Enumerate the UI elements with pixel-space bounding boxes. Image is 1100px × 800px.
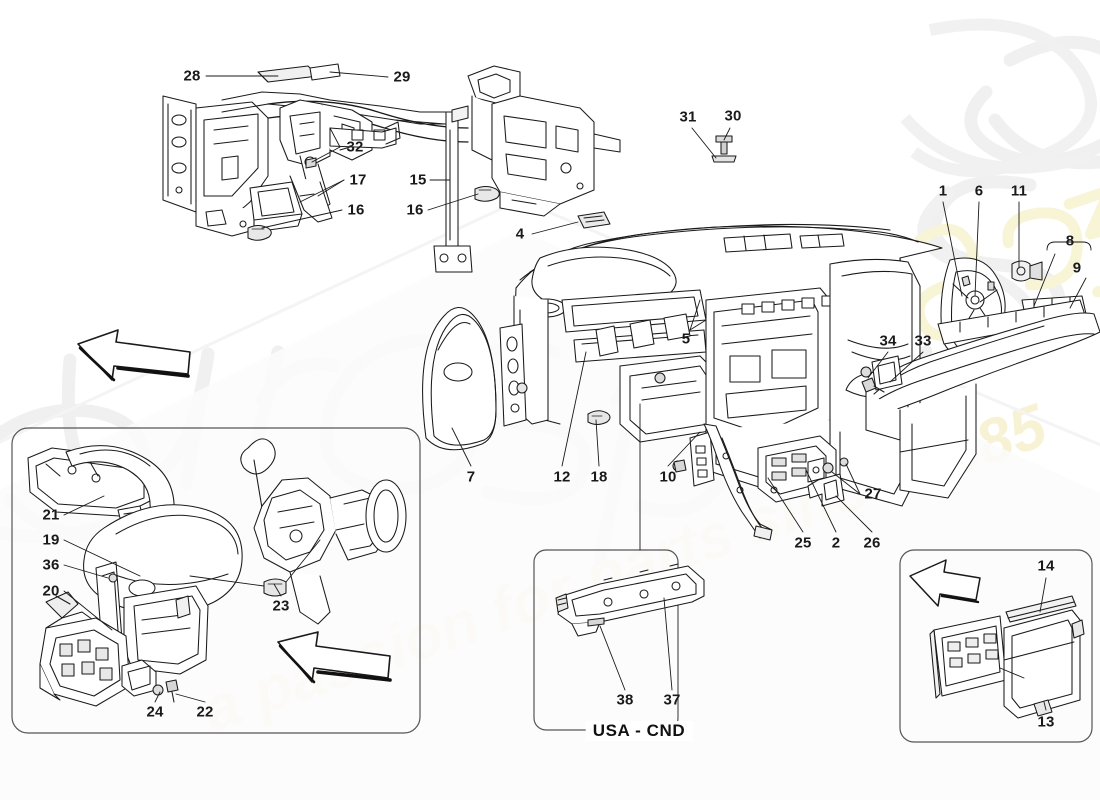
cross-car-beam-assembly — [162, 63, 500, 273]
callout-number-16: 16 — [347, 201, 365, 219]
callout-number-11: 11 — [1010, 182, 1028, 200]
callout-number-2: 2 — [831, 534, 841, 552]
part-10-support-bracket — [672, 431, 715, 487]
callout-number-18: 18 — [590, 468, 608, 486]
part-33-34-bracket — [860, 355, 903, 393]
part-11-knob — [1011, 260, 1043, 282]
steering-column-group — [27, 438, 407, 707]
callout-number-28: 28 — [183, 67, 201, 85]
callout-number-23: 23 — [272, 597, 290, 615]
callout-number-37: 37 — [663, 691, 681, 709]
direction-arrow-left — [77, 329, 191, 382]
callout-number-26: 26 — [863, 534, 881, 552]
part-37-38-knee-bolster — [555, 563, 705, 637]
callout-number-22: 22 — [196, 703, 214, 721]
part-4-clip — [577, 211, 611, 229]
callout-number-6: 6 — [974, 182, 984, 200]
steering-column-panel-box — [11, 427, 421, 734]
callout-number-33: 33 — [914, 332, 932, 350]
callout-number-32: 32 — [346, 138, 364, 156]
callout-number-8: 8 — [1065, 232, 1075, 250]
part-30-31-fastener — [711, 135, 737, 163]
callout-number-9: 9 — [1072, 259, 1082, 277]
callout-number-19: 19 — [42, 531, 60, 549]
callout-number-31: 31 — [679, 108, 697, 126]
callout-number-4: 4 — [515, 225, 525, 243]
usa-cnd-panel-label: USA - CND — [585, 721, 693, 741]
glovebox-panel-box — [899, 549, 1093, 743]
callout-number-34: 34 — [879, 332, 897, 350]
callout-number-27: 27 — [864, 485, 882, 503]
right-trim-duct-assembly — [865, 299, 1100, 499]
callout-number-36: 36 — [42, 556, 60, 574]
callout-number-12: 12 — [553, 468, 571, 486]
callout-number-10: 10 — [659, 468, 677, 486]
callout-number-5: 5 — [681, 330, 691, 348]
glovebox-group — [909, 559, 1085, 719]
direction-arrow-panel-left — [277, 631, 392, 684]
leader-lines — [63, 71, 1092, 711]
callout-number-16: 16 — [406, 201, 424, 219]
beam-right-end-plate — [451, 65, 621, 217]
callout-number-24: 24 — [146, 703, 164, 721]
callout-number-15: 15 — [409, 171, 427, 189]
callout-number-17: 17 — [349, 171, 367, 189]
callout-number-29: 29 — [393, 68, 411, 86]
callout-number-38: 38 — [616, 691, 634, 709]
callout-number-25: 25 — [794, 534, 812, 552]
callout-number-14: 14 — [1037, 557, 1055, 575]
callout-number-1: 1 — [938, 182, 948, 200]
callout-number-21: 21 — [42, 506, 60, 524]
part-7-side-panel — [422, 306, 497, 451]
callout-number-30: 30 — [724, 107, 742, 125]
callout-number-13: 13 — [1037, 713, 1055, 731]
callout-number-7: 7 — [466, 468, 476, 486]
part-12-18-clips — [587, 410, 611, 426]
part-25-long-bracket — [703, 423, 773, 541]
callout-number-20: 20 — [42, 582, 60, 600]
